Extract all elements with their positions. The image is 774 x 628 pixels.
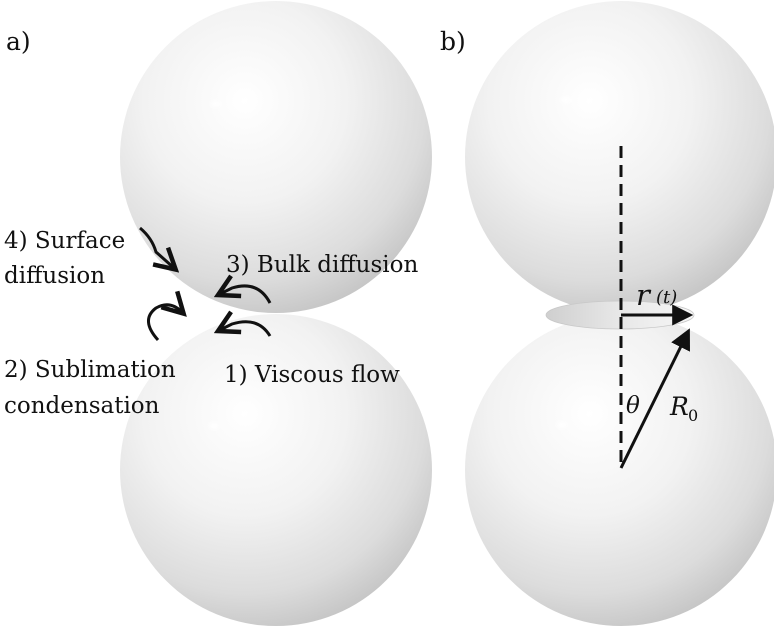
sublimation-label-line2: condensation <box>4 393 160 419</box>
surface-diffusion-label-line2: diffusion <box>4 263 105 289</box>
panel-b: b) r (t) θ R 0 <box>440 1 774 626</box>
sphere-a-bottom-highlight <box>206 420 222 432</box>
sphere-b-top-highlight <box>558 94 574 106</box>
viscous-flow-arrow <box>220 322 272 337</box>
bulk-diffusion-arrow <box>220 286 272 304</box>
neck-radius-symbol: r <box>636 278 652 312</box>
sphere-a-bottom <box>120 314 432 626</box>
sphere-radius-subscript: 0 <box>688 406 698 425</box>
sublimation-label-line1: 2) Sublimation <box>4 357 176 383</box>
neck-radius-argument: (t) <box>656 287 677 308</box>
sphere-a-top <box>120 1 432 313</box>
sphere-b-bottom <box>465 314 774 626</box>
sphere-a-top-highlight <box>208 98 224 110</box>
surface-diffusion-label-line1: 4) Surface <box>4 228 125 254</box>
bulk-diffusion-label: 3) Bulk diffusion <box>226 252 418 278</box>
panel-b-label: b) <box>440 27 466 56</box>
angle-symbol: θ <box>626 393 640 419</box>
panel-a: a) 4) Surface diffusion 3) Bulk diffusio… <box>4 1 432 626</box>
surface-diffusion-arrow <box>139 226 174 268</box>
panel-a-label: a) <box>6 27 31 56</box>
sphere-radius-symbol: R <box>669 392 689 421</box>
viscous-flow-label: 1) Viscous flow <box>224 362 400 388</box>
sphere-radius-arrow <box>619 328 690 469</box>
sublimation-condensation-arrow <box>147 305 182 342</box>
sphere-b-bottom-highlight <box>554 419 570 431</box>
